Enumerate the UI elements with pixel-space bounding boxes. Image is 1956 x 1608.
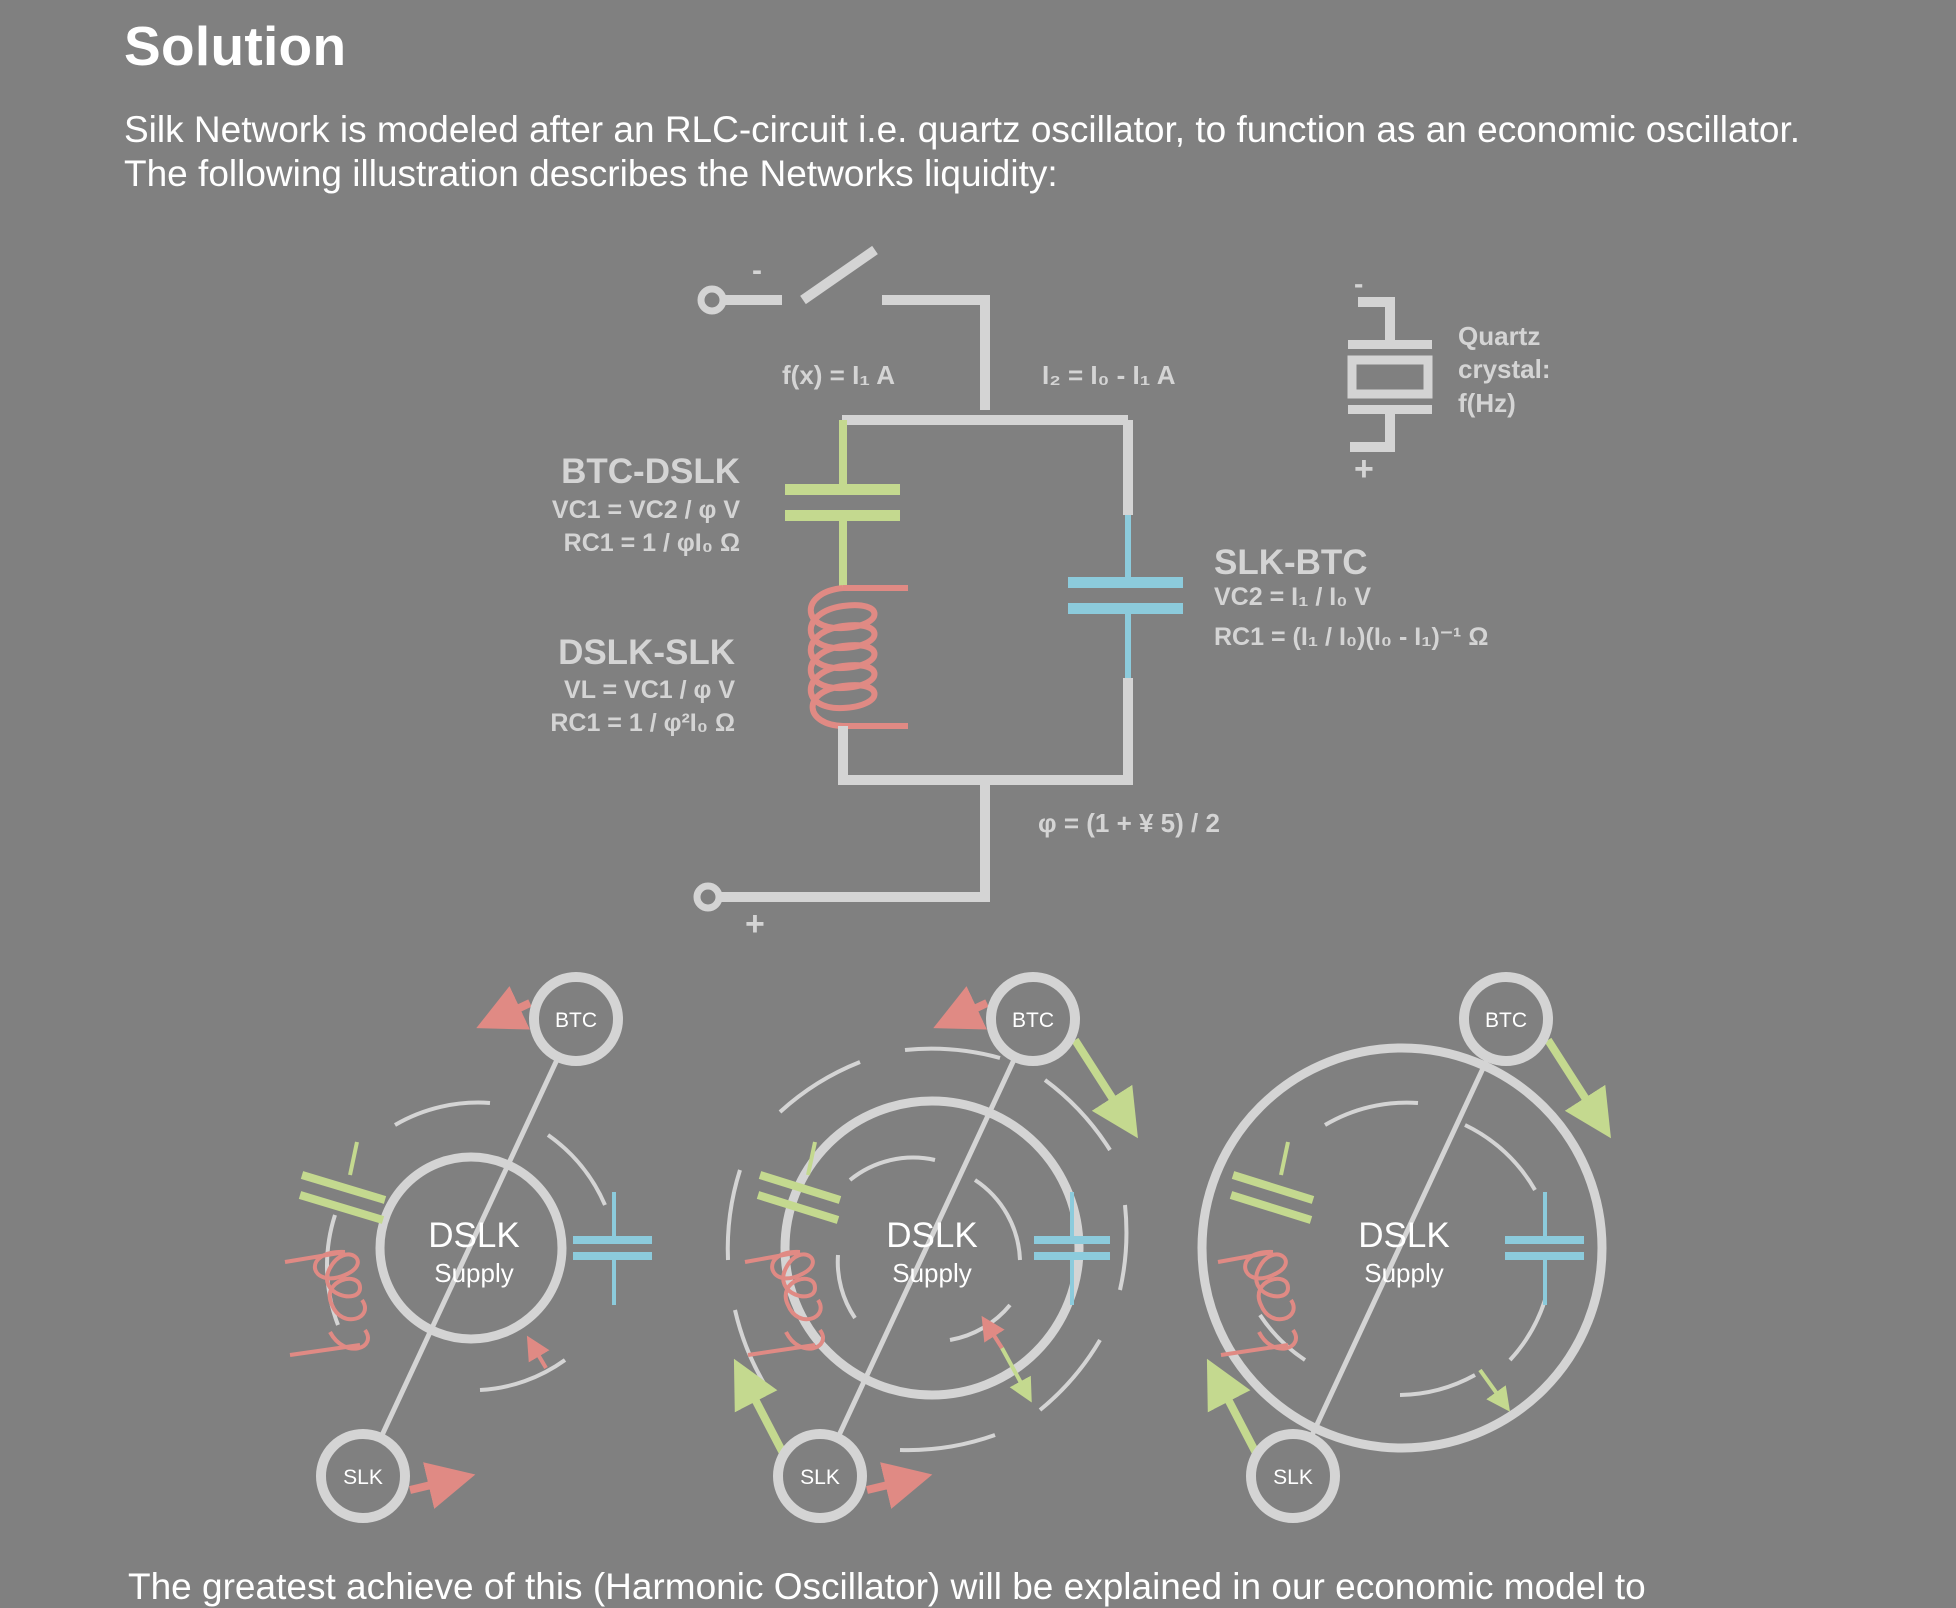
top-terminal [697,285,727,315]
supply-ring-2 [780,1096,1084,1400]
osc1-slk-node [316,1429,410,1523]
plus-bottom: + [745,905,765,943]
slk-btc-plate-bottom [1068,603,1183,614]
dslk-slk-title: DSLK-SLK [558,633,735,672]
quartz-body [1347,355,1433,399]
quartz-plate-bottom [1348,405,1432,414]
intro-paragraph: Silk Network is modeled after an RLC-cir… [124,109,1801,194]
footer-text: The greatest achieve of this (Harmonic O… [128,1566,1646,1607]
slk-btc-resistance: RC1 = (I₁ / I₀)(I₀ - I₁)⁻¹ Ω [1214,623,1488,651]
osc2-blue-capacitor [1034,1192,1110,1305]
osc2-slk-green-arrow [733,1358,787,1455]
osc2-red-inductor [744,1249,825,1357]
osc1-blue-capacitor [573,1192,652,1305]
osc3-center-title: DSLK [1358,1216,1449,1255]
osc2-btc-node [986,972,1080,1066]
osc2-slk-arrow [866,1462,933,1509]
osc3-btc-green-arrow [1544,1037,1611,1139]
osc2-green-capacitor [756,1141,842,1224]
osc2-slk-label: SLK [800,1466,840,1489]
minus-top: - [752,254,762,287]
quartz-label-3: f(Hz) [1458,388,1516,418]
btc-dslk-plate-bottom [785,510,900,521]
supply-ring-1 [375,1152,567,1344]
osc3-inner-green-arrow [1478,1368,1511,1412]
quartz-label-1: Quartz [1458,321,1540,351]
switch-blade [800,245,878,305]
osc1-red-inductor [284,1249,370,1357]
quartz-label-2: crystal: [1458,354,1551,384]
osc1-green-capacitor [298,1141,387,1224]
btc-dslk-resistance: RC1 = 1 / φI₀ Ω [564,529,740,557]
osc3-btc-node [1459,972,1553,1066]
osc2-axis [817,1017,1036,1478]
osc3-red-inductor [1217,1249,1298,1357]
osc3-center-subtitle: Supply [1364,1258,1444,1288]
osc3-slk-node [1246,1429,1340,1523]
btc-dslk-plate-top [785,484,900,495]
osc2-btc-green-arrow [1071,1037,1138,1139]
osc1-center-subtitle: Supply [434,1258,514,1288]
btc-dslk-voltage: VC1 = VC2 / φ V [552,496,740,524]
osc2-inner-green-arrow [1000,1347,1032,1403]
slk-btc-voltage: VC2 = I₁ / I₀ V [1214,583,1371,611]
supply-ring-3 [1197,1043,1607,1453]
btc-dslk-title: BTC-DSLK [561,452,740,491]
osc1-axis [360,1017,579,1478]
dslk-slk-voltage: VL = VC1 / φ V [564,676,735,704]
page-title: Solution [124,15,347,77]
osc1-btc-label: BTC [555,1009,597,1032]
osc3-slk-label: SLK [1273,1466,1313,1489]
osc1-slk-arrow [409,1462,476,1509]
osc1-inner-arrow [526,1335,550,1370]
oscillator-2: BTC SLK DSLK Supply [725,972,1138,1523]
phi-label: φ = (1 + ¥ 5) / 2 [1038,808,1220,838]
wire-switch-junction [882,295,990,410]
osc3-axis [1290,1017,1509,1478]
bottom-terminal [693,882,723,912]
osc1-center-title: DSLK [428,1216,519,1255]
osc2-btc-arrow [933,986,989,1030]
quartz-minus: - [1354,268,1363,299]
slk-btc-plate-top [1068,577,1183,588]
osc3-btc-label: BTC [1485,1009,1527,1032]
quartz-lower-lead [1350,414,1395,452]
wire-junction-terminal [719,780,990,902]
quartz-plus: + [1354,450,1374,488]
osc1-btc-arrow [476,986,532,1030]
osc3-green-capacitor [1229,1141,1315,1224]
fx-label: f(x) = I₁ A [782,360,895,390]
osc1-slk-label: SLK [343,1466,383,1489]
quartz-plate-top [1348,340,1432,349]
inductor-coil [807,585,908,729]
oscillator-1: BTC SLK DSLK Supply [284,972,652,1523]
oscillator-3: BTC SLK DSLK Supply [1197,972,1611,1523]
quartz-crystal: - + Quartz crystal: f(Hz) [1347,268,1551,488]
osc2-center-subtitle: Supply [892,1258,972,1288]
quartz-upper-lead [1358,297,1395,342]
osc2-btc-label: BTC [1012,1009,1054,1032]
osc3-slk-green-arrow [1206,1358,1260,1455]
osc2-slk-node [773,1429,867,1523]
i2-label: I₂ = I₀ - I₁ A [1042,360,1176,390]
osc1-btc-node [529,972,623,1066]
rlc-circuit: - + f(x) = I₁ A I₂ = I₀ - I₁ A φ = (1 + … [550,245,1488,943]
osc3-blue-capacitor [1505,1192,1584,1305]
dslk-slk-resistance: RC1 = 1 / φ²I₀ Ω [550,709,735,737]
slk-btc-title: SLK-BTC [1214,543,1368,582]
osc2-inner-red-arrow [981,1315,1005,1350]
osc2-center-title: DSLK [886,1216,977,1255]
